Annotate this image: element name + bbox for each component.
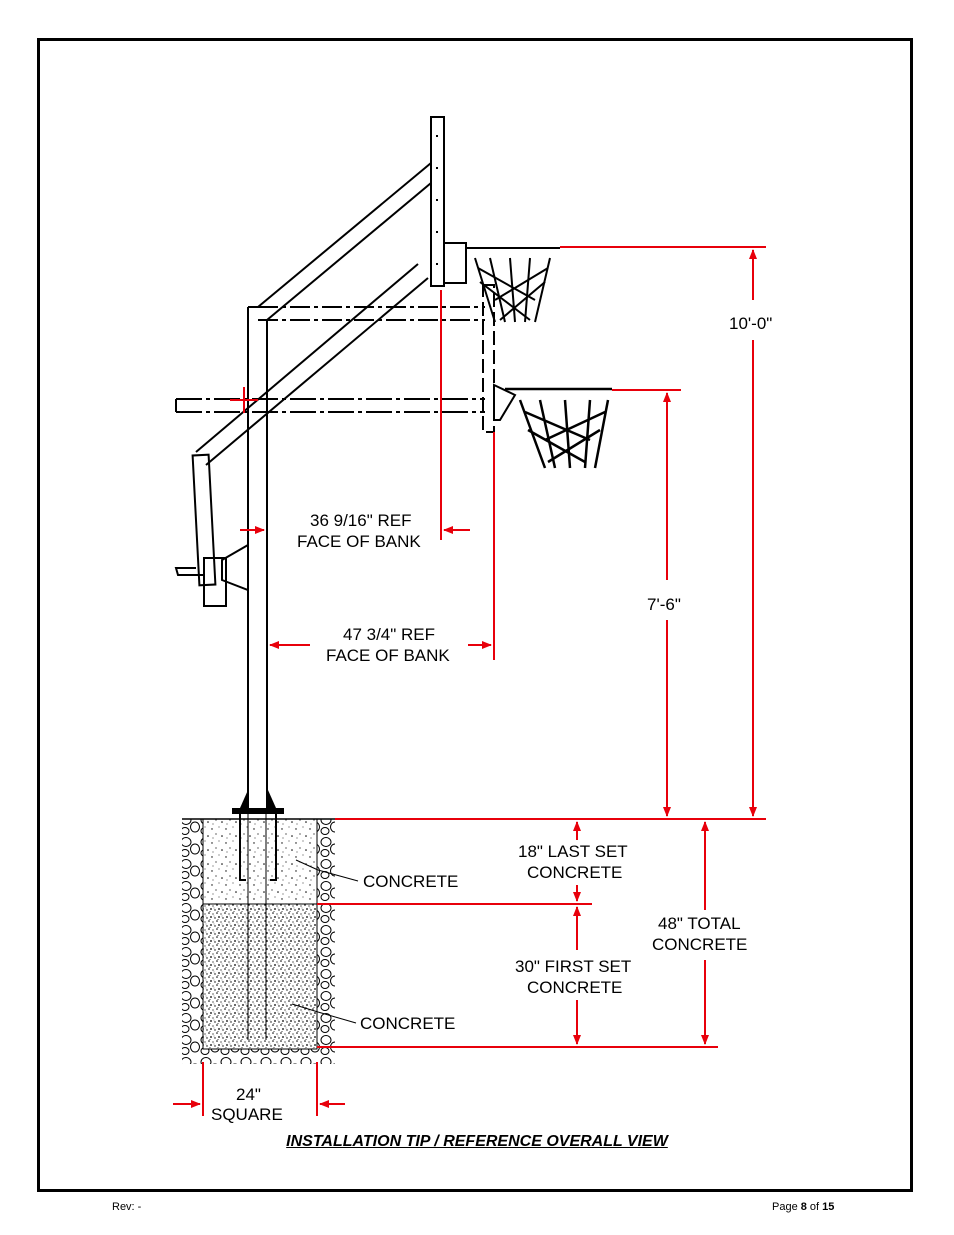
page-number: Page 8 of 15 xyxy=(772,1201,834,1213)
setback-lower-line1: 47 3/4" REF xyxy=(343,625,435,644)
height-low-label: 7'-6" xyxy=(647,595,681,614)
concrete-top-label: CONCRETE xyxy=(363,872,458,891)
hoop-low xyxy=(505,387,612,469)
dimension-labels: 36 9/16" REF FACE OF BANK 47 3/4" REF FA… xyxy=(211,314,772,1124)
base-plate xyxy=(232,808,284,814)
page-prefix: Page xyxy=(772,1201,801,1213)
figure-caption: INSTALLATION TIP / REFERENCE OVERALL VIE… xyxy=(286,1133,668,1150)
hoop-high xyxy=(466,247,560,323)
concrete-bottom-label: CONCRETE xyxy=(360,1014,455,1033)
total-line2: CONCRETE xyxy=(652,935,747,954)
height-high-label: 10'-0" xyxy=(729,314,772,333)
pole-structure xyxy=(174,116,517,808)
page-of: of xyxy=(806,1201,823,1213)
setback-upper-line2: FACE OF BANK xyxy=(297,532,421,551)
last-set-line2: CONCRETE xyxy=(527,863,622,882)
width-line1: 24" xyxy=(236,1085,261,1104)
width-line2: SQUARE xyxy=(211,1105,283,1124)
concrete-last-set xyxy=(202,818,318,905)
foundation xyxy=(182,790,359,1064)
first-set-line2: CONCRETE xyxy=(527,978,622,997)
concrete-first-set xyxy=(202,903,318,1050)
page-current: 8 xyxy=(800,1201,807,1213)
total-line1: 48" TOTAL xyxy=(658,914,741,933)
setback-upper-line1: 36 9/16" REF xyxy=(310,511,411,530)
page-total: 15 xyxy=(822,1201,835,1213)
anchor-bolts xyxy=(239,812,277,1040)
first-set-line1: 30" FIRST SET xyxy=(515,957,631,976)
soil-right xyxy=(317,819,335,1049)
setback-lower-line2: FACE OF BANK xyxy=(326,646,450,665)
dimension-lines xyxy=(173,246,766,1116)
soil-bottom xyxy=(182,1049,335,1064)
revision-label: Rev: - xyxy=(112,1201,142,1213)
soil-left xyxy=(182,819,203,1049)
last-set-line1: 18" LAST SET xyxy=(518,842,628,861)
page-border xyxy=(37,38,913,1192)
